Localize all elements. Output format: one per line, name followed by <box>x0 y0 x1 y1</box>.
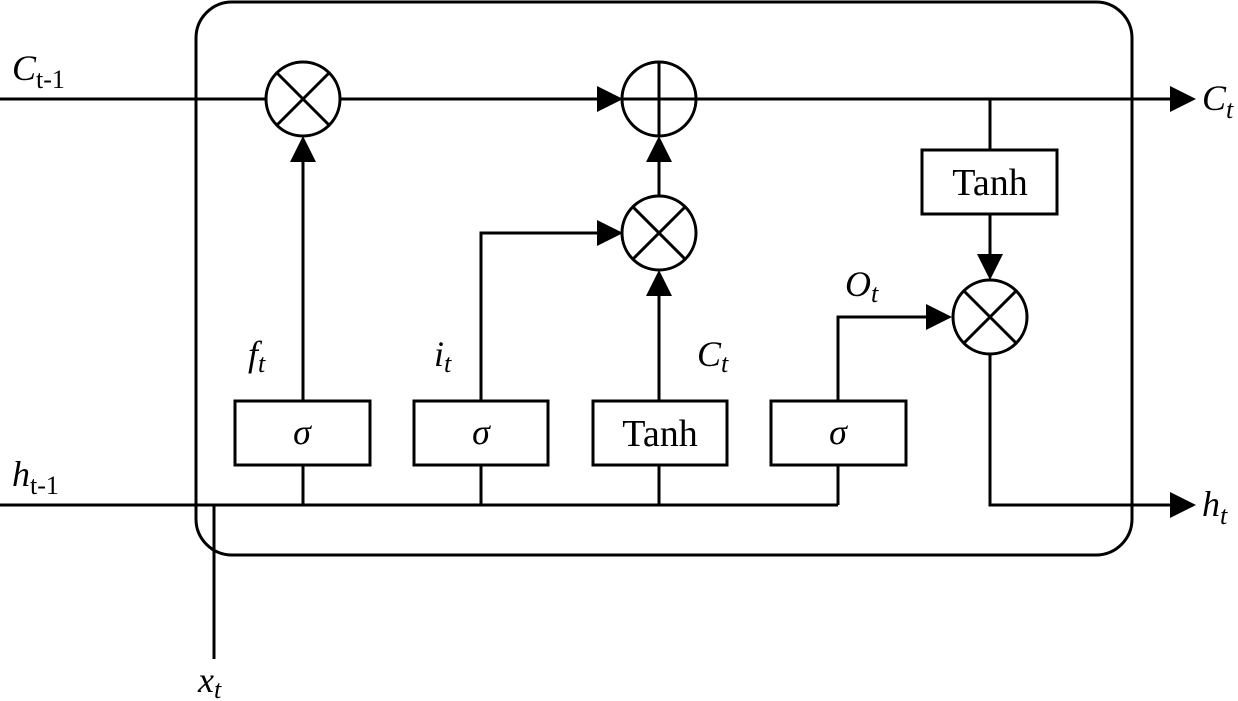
arrowhead-hidden-out <box>1170 492 1196 518</box>
candidate-gate-box: Tanh <box>591 399 729 467</box>
output-gate-symbol: σ <box>829 412 848 452</box>
prev-cell-state-label: Ct-1 <box>12 48 65 94</box>
arrowhead-input-into-mult <box>597 220 623 246</box>
candidate-gate-label: Tanh <box>622 413 697 455</box>
cell-add-operator <box>620 60 698 138</box>
forget-gate-symbol: σ <box>293 412 312 452</box>
candidate-output-label: Ct <box>697 334 729 378</box>
cell-state-out-label: Ct <box>1202 78 1234 124</box>
forget-multiply-operator <box>264 60 342 138</box>
output-multiply-operator <box>951 278 1029 356</box>
arrowhead-output-into-mult <box>926 304 952 330</box>
arrowhead-cell-into-add <box>597 86 623 112</box>
arrowhead-forget-up <box>290 136 316 162</box>
input-gate-symbol: σ <box>472 412 491 452</box>
input-gate-route-wire <box>479 231 600 401</box>
cell-tanh-box: Tanh <box>920 148 1059 216</box>
cell-frame <box>194 0 1134 557</box>
cell-tanh-label: Tanh <box>952 162 1027 204</box>
forget-gate-box: σ <box>233 399 372 467</box>
input-x-label: xt <box>197 660 222 701</box>
input-gate-output-label: it <box>434 334 452 378</box>
output-gate-output-label: Ot <box>845 264 879 308</box>
arrowhead-product-up <box>646 136 672 162</box>
arrowhead-candidate-up <box>646 270 672 296</box>
arrowhead-cell-out <box>1170 86 1196 112</box>
input-multiply-operator <box>620 194 698 272</box>
input-gate-box: σ <box>412 399 550 467</box>
hidden-out-route-wire <box>988 355 1176 507</box>
forget-gate-output-label: ft <box>248 334 266 378</box>
prev-hidden-state-label: ht-1 <box>12 454 59 500</box>
output-gate-box: σ <box>769 399 908 467</box>
arrowhead-tanh-down <box>977 254 1003 280</box>
hidden-state-out-label: ht <box>1202 484 1228 530</box>
output-gate-route-wire <box>836 315 930 401</box>
